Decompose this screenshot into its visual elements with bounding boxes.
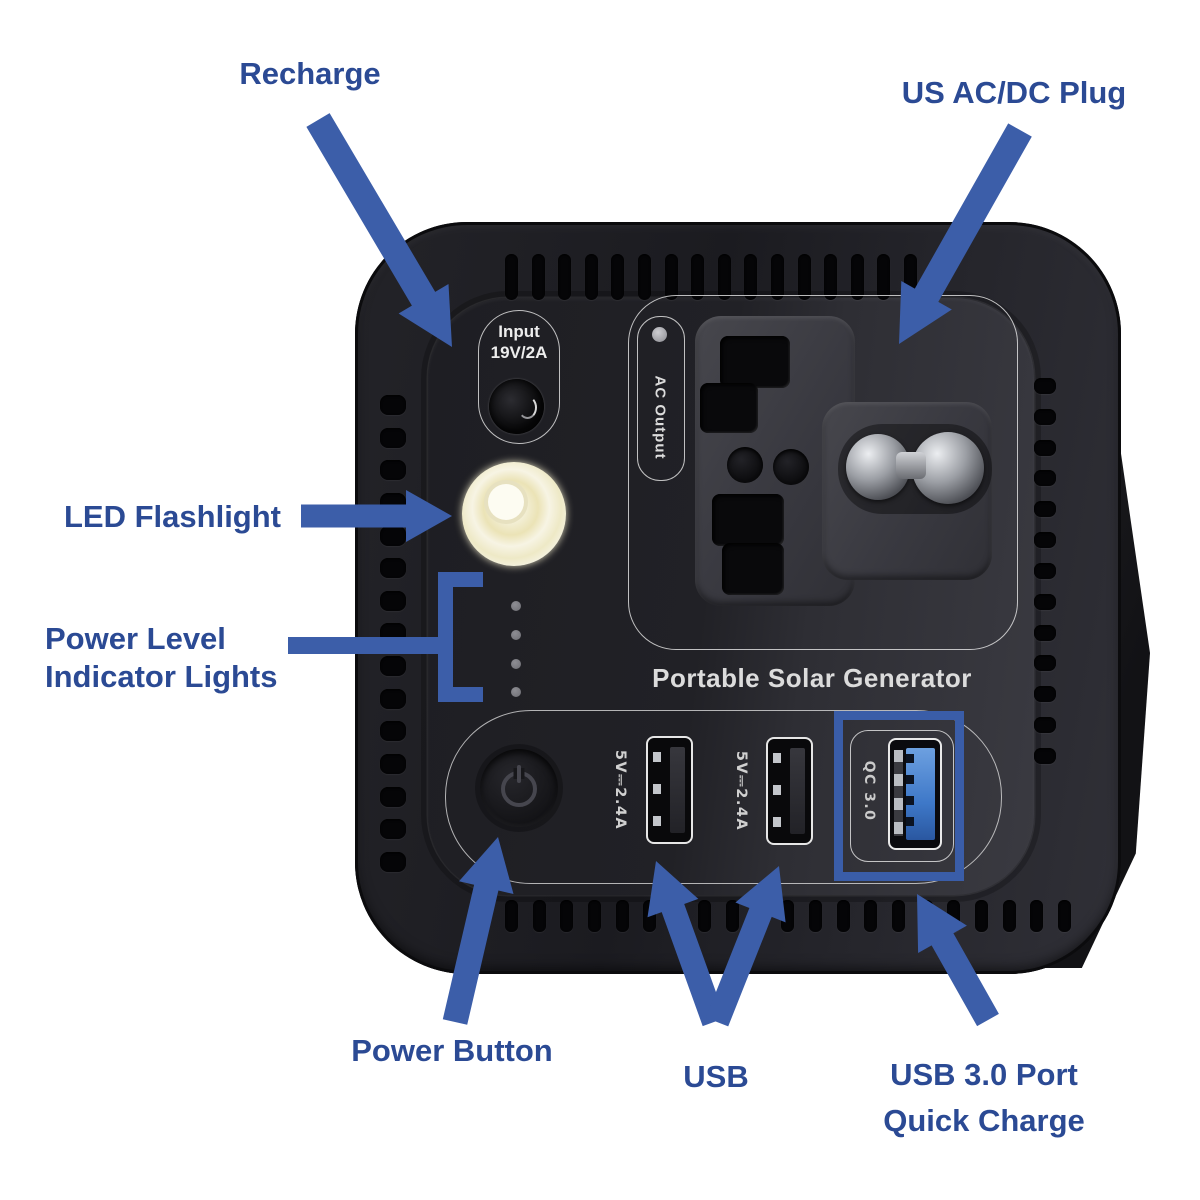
dc-input-label-line2: 19V/2A bbox=[490, 343, 548, 362]
battery-indicator-dot-4 bbox=[511, 687, 521, 697]
usb-port-2 bbox=[766, 737, 813, 845]
vent-strip-right bbox=[1034, 378, 1056, 764]
socket-slot-top-b bbox=[700, 383, 758, 433]
callout-recharge: Recharge bbox=[239, 56, 381, 91]
usb3-blue-tongue bbox=[906, 748, 935, 840]
plug-contact-bar bbox=[896, 452, 926, 479]
callout-power-button: Power Button bbox=[351, 1033, 553, 1068]
usb-port-1 bbox=[646, 736, 693, 844]
vent-strip-left bbox=[380, 395, 406, 872]
dc-input-label-line1: Input bbox=[498, 322, 540, 341]
callout-usb: USB bbox=[683, 1059, 749, 1094]
battery-indicator-dot-1 bbox=[511, 601, 521, 611]
socket-slot-bottom-b bbox=[722, 543, 784, 595]
callout-us-ac-dc-plug: US AC/DC Plug bbox=[901, 75, 1127, 110]
socket-slot-bottom-a bbox=[712, 494, 784, 546]
product-name: Portable Solar Generator bbox=[652, 663, 972, 693]
ac-output-section-outline bbox=[628, 295, 1018, 650]
usb-tongue bbox=[790, 748, 805, 834]
callout-power-level: Power Level Indicator Lights bbox=[45, 620, 278, 696]
vent-strip-top bbox=[505, 254, 917, 300]
callout-led-flashlight: LED Flashlight bbox=[64, 499, 281, 534]
jack-pin bbox=[518, 396, 537, 419]
vent-strip-bottom bbox=[505, 900, 1071, 932]
power-button bbox=[480, 749, 558, 827]
ac-output-label: AC Output bbox=[651, 375, 669, 460]
socket-hole-left bbox=[727, 447, 763, 483]
callout-usb3-quick-charge: USB 3.0 Port Quick Charge bbox=[883, 1052, 1085, 1144]
battery-indicator-dot-2 bbox=[511, 630, 521, 640]
usb-contacts bbox=[653, 752, 661, 826]
socket-slot-top-a bbox=[720, 336, 790, 388]
power-icon bbox=[501, 771, 537, 807]
callout-usb3-line1: USB 3.0 Port bbox=[890, 1057, 1078, 1092]
usb-tongue bbox=[670, 747, 685, 833]
qc-port-outline bbox=[850, 730, 954, 862]
dc-input-jack bbox=[489, 379, 544, 434]
usb3-quick-charge-port bbox=[888, 738, 942, 850]
usb-port-2-label: 5V⎓2.4A bbox=[733, 750, 749, 832]
led-flashlight-lens bbox=[462, 462, 566, 566]
usb-contacts bbox=[894, 750, 903, 836]
dc-input-outline: Input 19V/2A bbox=[478, 310, 560, 444]
ac-output-led bbox=[652, 327, 667, 342]
usb-contacts bbox=[773, 753, 781, 827]
battery-indicator-dot-3 bbox=[511, 659, 521, 669]
callout-power-level-line1: Power Level bbox=[45, 621, 226, 656]
callout-power-level-line2: Indicator Lights bbox=[45, 659, 278, 694]
qc-highlight-box bbox=[834, 711, 964, 881]
usb-port-1-label: 5V⎓2.4A bbox=[612, 749, 628, 831]
socket-hole-right bbox=[773, 449, 809, 485]
ac-output-pill bbox=[637, 316, 685, 481]
callout-usb3-line2: Quick Charge bbox=[883, 1103, 1085, 1138]
